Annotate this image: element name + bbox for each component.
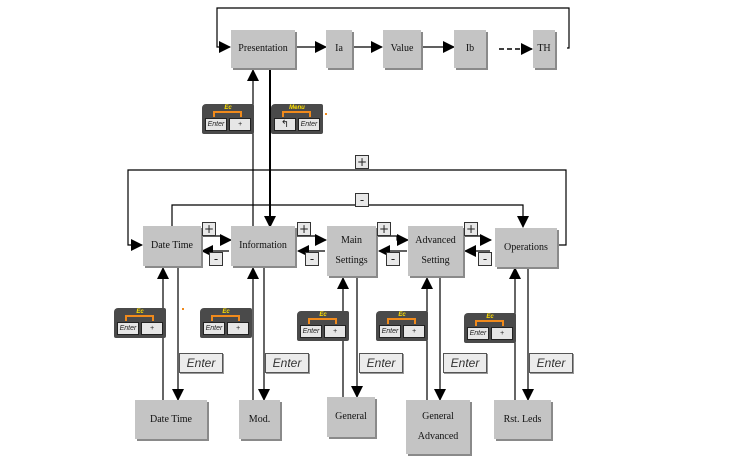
plus-key: +: [403, 325, 425, 338]
box-main-settings: Main Settings: [327, 226, 376, 276]
plus-datetime-to-information: +: [202, 222, 216, 236]
enter-key: Enter: [298, 118, 320, 131]
box-label-line2: Advanced: [417, 431, 459, 442]
enter-key: Enter: [203, 322, 225, 335]
enter-key: Enter: [467, 327, 489, 340]
plus-key: +: [227, 322, 249, 335]
box-label-line1: General: [422, 411, 454, 422]
loop-plus-operations-to-datetime: [127, 169, 567, 251]
keypad-menu: Menu ↰ Enter: [271, 104, 323, 134]
orange-dot: [182, 308, 184, 310]
box-label: Information: [239, 240, 287, 251]
enter-key: Enter: [379, 325, 401, 338]
minus-main-to-information: -: [305, 252, 319, 266]
keypad-esc-main-settings: Ec Enter +: [297, 311, 349, 341]
minus-operations-to-advanced: -: [478, 252, 492, 266]
box-ia: Ia: [326, 30, 352, 68]
box-date-time-sub: Date Time: [135, 400, 207, 439]
bracket-icon: [282, 111, 311, 117]
loop-minus-label: -: [355, 193, 369, 207]
box-label-line2: Settings: [335, 255, 368, 266]
plus-key: +: [324, 325, 346, 338]
esc-label: Ec: [486, 314, 494, 320]
loop-minus-datetime-to-operations: [171, 204, 529, 228]
keypad-esc-information: Ec Enter +: [200, 308, 252, 338]
box-label: Date Time: [150, 413, 192, 425]
box-label-line1: Main: [340, 235, 363, 246]
enter-button-main-settings: Enter: [359, 353, 403, 373]
enter-button-operations: Enter: [529, 353, 573, 373]
box-general: General: [327, 397, 375, 437]
box-advanced-setting: Advanced Setting: [408, 226, 463, 276]
plus-key: +: [141, 322, 163, 335]
minus-advanced-to-main: -: [386, 252, 400, 266]
box-label: Presentation: [238, 43, 288, 54]
esc-label: Ec: [224, 105, 232, 111]
esc-label: Ec: [222, 309, 230, 315]
box-mod: Mod.: [239, 400, 280, 439]
box-label: Operations: [504, 241, 548, 253]
box-rst-leds: Rst. Leds: [494, 400, 551, 439]
box-label: TH: [537, 43, 551, 54]
keypad-esc-operations: Ec Enter +: [464, 313, 516, 343]
box-label: Date Time: [151, 240, 193, 251]
keypad-esc-presentation: Ec Enter +: [202, 104, 254, 134]
plus-key: +: [229, 118, 251, 131]
bracket-icon: [308, 318, 337, 324]
enter-button-datetime: Enter: [179, 353, 223, 373]
plus-key: +: [491, 327, 513, 340]
bracket-icon: [211, 315, 240, 321]
enter-button-information: Enter: [265, 353, 309, 373]
box-presentation: Presentation: [231, 30, 295, 68]
box-label: Ib: [465, 43, 475, 54]
keypad-esc-advanced: Ec Enter +: [376, 311, 428, 341]
return-key-icon: ↰: [274, 118, 296, 131]
box-label: Value: [390, 43, 414, 54]
esc-label: Ec: [136, 309, 144, 315]
plus-main-to-advanced: +: [377, 222, 391, 236]
loop-th-to-presentation: [216, 7, 570, 53]
plus-information-to-main: +: [297, 222, 311, 236]
bracket-icon: [387, 318, 416, 324]
minus-information-to-datetime: -: [209, 252, 223, 266]
box-operations: Operations: [495, 228, 557, 267]
bracket-icon: [125, 315, 154, 321]
menu-label: Menu: [289, 105, 305, 111]
box-label: Mod.: [248, 413, 271, 425]
esc-label: Ec: [319, 312, 327, 318]
box-label: Ia: [335, 43, 343, 54]
plus-advanced-to-operations: +: [464, 222, 478, 236]
box-general-advanced: General Advanced: [406, 400, 470, 454]
box-label: Rst. Leds: [503, 413, 542, 425]
loop-plus-label: +: [355, 155, 369, 169]
enter-key: Enter: [205, 118, 227, 131]
box-value: Value: [383, 30, 421, 68]
box-th: TH: [533, 30, 555, 68]
bracket-icon: [475, 320, 504, 326]
orange-dot: [325, 113, 327, 115]
box-label-line2: Setting: [421, 255, 450, 266]
box-label: General: [335, 411, 367, 422]
enter-key: Enter: [117, 322, 139, 335]
esc-label: Ec: [398, 312, 406, 318]
enter-button-advanced: Enter: [443, 353, 487, 373]
bracket-icon: [213, 111, 242, 117]
box-label-line1: Advanced: [415, 235, 456, 246]
box-information: Information: [231, 226, 295, 266]
keypad-esc-datetime: Ec Enter +: [114, 308, 166, 338]
box-date-time: Date Time: [143, 226, 201, 266]
box-ib: Ib: [454, 30, 486, 68]
enter-key: Enter: [300, 325, 322, 338]
